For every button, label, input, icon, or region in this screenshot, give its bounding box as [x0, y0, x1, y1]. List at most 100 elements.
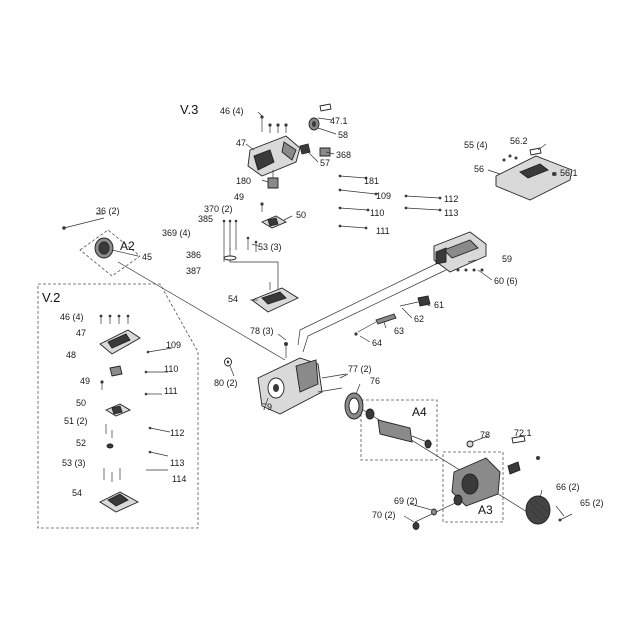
washer-80	[224, 357, 232, 367]
label-53-3-top: 53 (3)	[258, 242, 282, 252]
label-47-1: 47.1	[330, 116, 348, 126]
label-55-4: 55 (4)	[464, 140, 488, 150]
label-v2-51-2: 51 (2)	[64, 416, 88, 426]
label-56-2: 56.2	[510, 136, 528, 146]
label-v2-110: 110	[164, 364, 178, 374]
label-47-top: 47	[236, 138, 246, 148]
label-66-2: 66 (2)	[556, 482, 580, 492]
label-64: 64	[372, 338, 382, 348]
screw-49-top	[260, 202, 264, 212]
label-54-top: 54	[228, 294, 238, 304]
label-v2-109: 109	[166, 340, 181, 350]
label-46-4-top: 46 (4)	[220, 106, 244, 116]
section-a3-title: A3	[478, 503, 493, 517]
label-76: 76	[370, 376, 380, 386]
label-56: 56	[474, 164, 484, 174]
label-57: 57	[320, 158, 330, 168]
v2-switch-48	[109, 365, 123, 377]
knob-58	[308, 117, 320, 131]
v2-pins-51	[105, 424, 113, 438]
label-v2-112: 112	[170, 428, 184, 438]
connector-61-64	[354, 295, 431, 336]
label-v2-111: 111	[164, 386, 178, 396]
tray-59	[433, 231, 487, 273]
label-56-1: 56.1	[560, 168, 578, 178]
screws-53-top	[246, 236, 258, 252]
bolts-69-70	[412, 494, 463, 530]
label-369-4: 369 (4)	[162, 228, 191, 238]
label-50-top: 50	[296, 210, 306, 220]
label-62: 62	[414, 314, 424, 324]
label-180: 180	[236, 176, 251, 186]
label-v2-52: 52	[76, 438, 86, 448]
label-58: 58	[338, 130, 348, 140]
plate-56	[495, 147, 573, 201]
label-109-top: 109	[376, 191, 391, 201]
pins-369-370	[222, 219, 238, 262]
part-180	[267, 170, 279, 189]
label-80-2: 80 (2)	[214, 378, 238, 388]
v2-part-52	[106, 443, 114, 449]
motor-a3	[451, 435, 540, 507]
pin-36	[62, 217, 105, 230]
housing-79	[257, 342, 323, 415]
wire-left-to-housing	[117, 261, 286, 361]
group-a4-outline	[360, 399, 438, 461]
label-78-3: 78 (3)	[250, 326, 274, 336]
wire-housing-to-tray	[297, 261, 441, 346]
label-v2-46-4: 46 (4)	[60, 312, 84, 322]
label-v2-47: 47	[76, 328, 86, 338]
leader-lines	[96, 111, 565, 523]
screw-65	[558, 513, 573, 522]
tag-47-1	[319, 103, 332, 112]
v3-screws	[260, 115, 288, 133]
label-113-top: 113	[444, 208, 458, 218]
v2-screw-49	[100, 380, 104, 390]
cap-66	[525, 495, 551, 525]
wire-housing-to-tray-2	[302, 269, 447, 353]
label-70-2: 70 (2)	[372, 510, 396, 520]
label-v2-48: 48	[66, 350, 76, 360]
label-49-top: 49	[234, 192, 244, 202]
label-60-6: 60 (6)	[494, 276, 518, 286]
label-69-2: 69 (2)	[394, 496, 418, 506]
switch-368	[319, 147, 331, 157]
label-v2-54: 54	[72, 488, 82, 498]
label-v2-53-3: 53 (3)	[62, 458, 86, 468]
label-77-2: 77 (2)	[348, 364, 372, 374]
label-v2-50: 50	[76, 398, 86, 408]
section-a2-title: A2	[120, 239, 135, 253]
label-78: 78	[480, 430, 490, 440]
label-79: 79	[262, 402, 272, 412]
v2-base-54	[99, 491, 139, 513]
label-111-top: 111	[376, 226, 390, 236]
group-v2-outline	[37, 283, 199, 529]
bearing-a2	[94, 237, 114, 259]
section-v3-title: V.3	[180, 102, 198, 117]
label-72-1: 72.1	[514, 428, 532, 438]
label-v2-114: 114	[172, 474, 186, 484]
wire-set-top	[338, 174, 442, 230]
wire-mid-connector	[229, 248, 285, 297]
label-385: 385	[198, 214, 213, 224]
label-112-top: 112	[444, 194, 458, 204]
sleeve-76	[344, 392, 364, 420]
armature-a4	[365, 408, 433, 449]
label-45: 45	[142, 252, 152, 262]
label-59: 59	[502, 254, 512, 264]
label-v2-113: 113	[170, 458, 184, 468]
label-36-2: 36 (2)	[96, 206, 120, 216]
v2-wires	[144, 347, 173, 471]
group-a3-outline	[442, 451, 504, 523]
label-181: 181	[364, 176, 379, 186]
label-v2-49: 49	[80, 376, 90, 386]
label-63: 63	[394, 326, 404, 336]
v2-cover-47	[99, 329, 141, 355]
v2-bracket-50	[105, 403, 131, 417]
v2-screws-53	[103, 468, 121, 482]
section-a4-title: A4	[412, 405, 427, 419]
label-368: 368	[336, 150, 351, 160]
label-65-2: 65 (2)	[580, 498, 604, 508]
label-387: 387	[186, 266, 201, 276]
